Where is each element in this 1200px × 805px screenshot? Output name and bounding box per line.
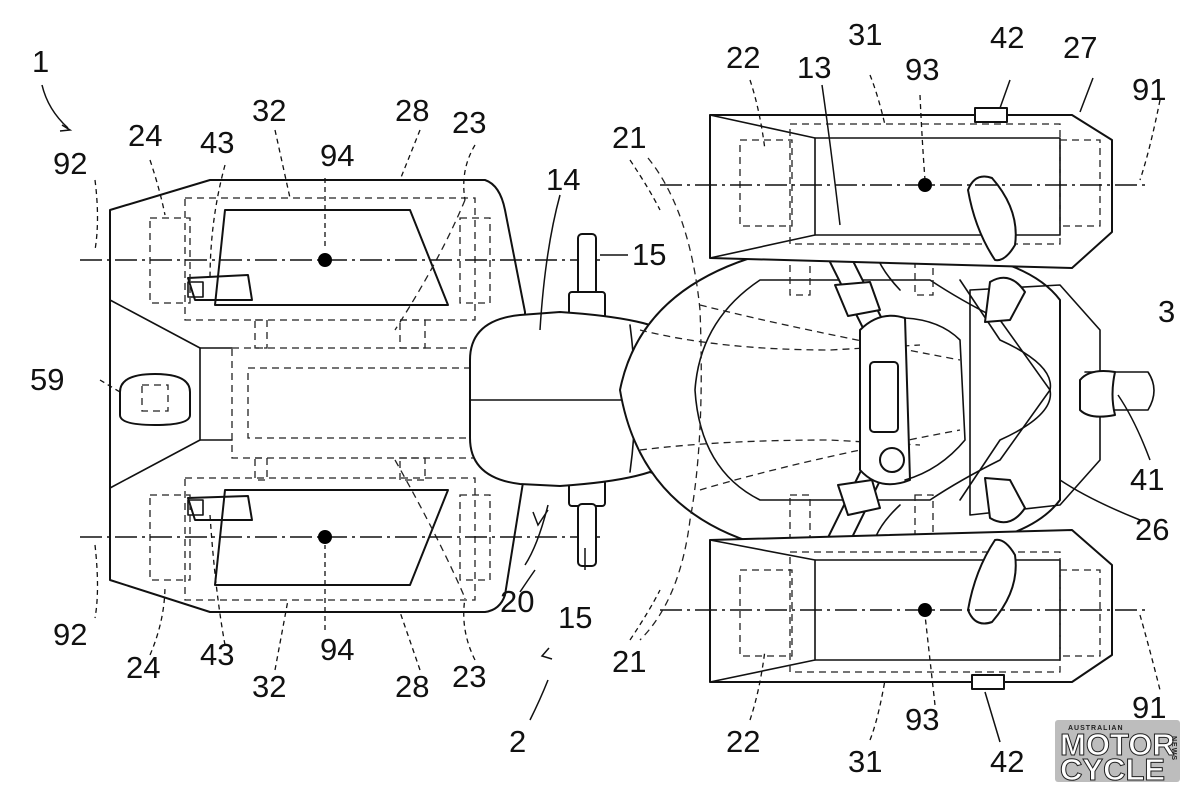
front-cowl [619, 249, 1155, 549]
label-front-fender: 26 [1135, 512, 1169, 547]
label-front-31-top: 31 [848, 17, 882, 52]
label-handlebar: 13 [797, 50, 831, 85]
label-rear-32-top: 32 [252, 93, 286, 128]
foot-pegs [568, 233, 606, 567]
label-rear-24-bottom: 24 [126, 650, 160, 685]
front-axle-center-top [918, 178, 932, 192]
front-fender-bottom [709, 477, 1113, 690]
frame-21 [639, 157, 702, 641]
watermark-logo: AUSTRALIAN MOTOR CYCLE NEWS [1055, 720, 1180, 788]
label-rear-43-top: 43 [200, 125, 234, 160]
label-vehicle: 2 [509, 724, 526, 759]
watermark-line2: CYCLE [1060, 752, 1165, 787]
label-axis-front-top: 91 [1132, 72, 1166, 107]
watermark-top: AUSTRALIAN [1068, 725, 1124, 732]
label-front-22-top: 22 [726, 40, 760, 75]
label-axis-rear-top: 92 [53, 146, 87, 181]
label-rear-23-bottom: 23 [452, 659, 486, 694]
label-fig: 1 [32, 44, 49, 79]
label-front-42-bottom: 42 [990, 744, 1024, 779]
label-front-93-top: 93 [905, 52, 939, 87]
label-peg-bottom: 15 [558, 600, 592, 635]
leader-lines [41, 74, 1161, 743]
label-front-31-bottom: 31 [848, 744, 882, 779]
label-frame-21-bottom: 21 [612, 644, 646, 679]
label-peg-top: 15 [632, 237, 666, 272]
label-rear-24-top: 24 [128, 118, 162, 153]
label-rear-43-bottom: 43 [200, 637, 234, 672]
label-front-42-top: 42 [990, 20, 1024, 55]
label-front-93-bottom: 93 [905, 702, 939, 737]
watermark-side: NEWS [1170, 736, 1177, 761]
front-axle-center-bottom [918, 603, 932, 617]
rear-axle-center-bottom [318, 530, 332, 544]
reference-labels: 1 2 3 14 13 15 15 59 20 26 41 92 92 91 9… [30, 17, 1175, 779]
label-front: 3 [1158, 294, 1175, 329]
label-tail: 59 [30, 362, 64, 397]
label-seat: 14 [546, 162, 580, 197]
label-rear-94-bottom: 94 [320, 632, 354, 667]
label-front-22-bottom: 22 [726, 724, 760, 759]
label-rear-32-bottom: 32 [252, 669, 286, 704]
label-axis-front-bottom: 91 [1132, 690, 1166, 725]
label-front-27: 27 [1063, 30, 1097, 65]
label-rear-23-top: 23 [452, 105, 486, 140]
label-rear-28-top: 28 [395, 93, 429, 128]
front-fender-top [709, 107, 1113, 323]
label-frame-21-top: 21 [612, 120, 646, 155]
label-rear-94-top: 94 [320, 138, 354, 173]
rear-fender [109, 179, 553, 613]
watermark-line1: MOTOR [1060, 727, 1175, 762]
label-rear-28-bottom: 28 [395, 669, 429, 704]
label-center: 20 [500, 584, 534, 619]
rear-axle-center-top [318, 253, 332, 267]
label-axis-rear-bottom: 92 [53, 617, 87, 652]
label-light: 41 [1130, 462, 1164, 497]
